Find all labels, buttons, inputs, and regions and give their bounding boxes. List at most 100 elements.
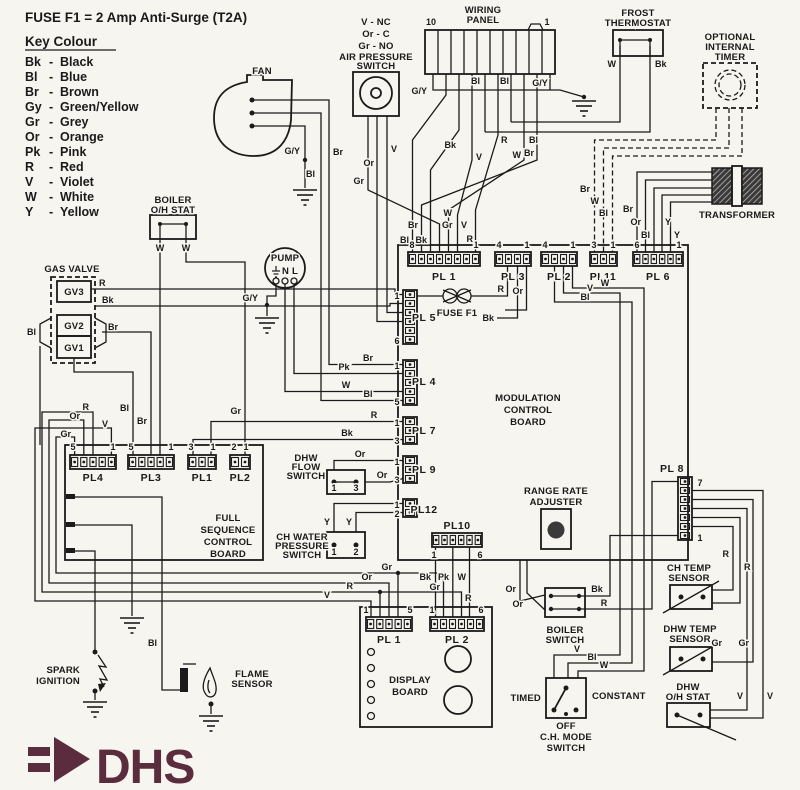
- pin-number: 4: [496, 240, 501, 250]
- key-dash: -: [49, 205, 53, 219]
- wire-label-w: W: [156, 243, 165, 253]
- gv-tab-left: [39, 317, 52, 349]
- wire-label-r: R: [723, 549, 730, 559]
- aps-circle: [359, 76, 393, 110]
- switch-terminal: [564, 712, 568, 716]
- dhw-flow-switch-shape: [326, 469, 366, 495]
- transformer-coil: [741, 167, 763, 205]
- wire: [55, 436, 445, 617]
- pump-terminals-label: N L: [282, 266, 298, 277]
- wire: [333, 459, 403, 470]
- pin-number: 1: [243, 442, 248, 452]
- text-layer: FUSE F1 = 2 Amp Anti-Surge (T2A) Key Col…: [25, 4, 776, 756]
- pin-number: 1: [697, 533, 702, 543]
- ground-icon: [571, 100, 597, 117]
- dhw-flow-label: DHW: [294, 453, 317, 464]
- pin-number: 1: [210, 442, 215, 452]
- connector-pl3: [494, 251, 532, 267]
- boiler-switch-label: BOILER: [546, 625, 583, 636]
- wire-label-w: W: [591, 196, 600, 206]
- pl7-label: PL 7: [412, 425, 436, 437]
- connector-pl5: [402, 289, 418, 345]
- wire-label-or: Or: [361, 572, 372, 582]
- wire-label-gr: Gr: [60, 429, 71, 439]
- chwps-label: CH WATER: [276, 532, 328, 543]
- wire-label-r: R: [601, 598, 608, 608]
- chmode-label: SWITCH: [547, 743, 586, 754]
- dhw-temp-label: SENSOR: [669, 634, 710, 645]
- dhw-temp-label: DHW TEMP: [663, 624, 717, 635]
- aps-contacts-label: V - NC: [361, 17, 391, 28]
- pin-number: 1: [431, 550, 436, 560]
- wire-label-r: R: [83, 402, 90, 412]
- boiler-ohs-shape: [149, 214, 197, 240]
- wire: [471, 266, 509, 297]
- key-dash: -: [49, 100, 53, 114]
- wire: [75, 496, 181, 691]
- wire-label-bk: Bk: [444, 140, 456, 150]
- pin-number: 1: [168, 442, 173, 452]
- wire: [252, 125, 306, 188]
- flame-label: FLAME: [235, 669, 269, 680]
- key-name: Orange: [60, 130, 104, 144]
- chmode-timed-label: TIMED: [510, 693, 541, 704]
- wire-label-r: R: [467, 234, 474, 244]
- dhw-flow-label: FLOW: [292, 462, 321, 473]
- chwps-shape: [326, 531, 366, 559]
- wire: [95, 302, 403, 307]
- wire: [644, 179, 712, 252]
- wire-label-r: R: [501, 135, 508, 145]
- connector-fsc-pl2: [229, 454, 251, 470]
- wire-label-or: Or: [512, 286, 523, 296]
- wire-label-v: V: [574, 644, 580, 654]
- spark-label: IGNITION: [36, 676, 80, 687]
- fsc-pl4-label: PL4: [83, 472, 104, 484]
- fsc-pl1-label: PL1: [192, 472, 213, 484]
- display-led: [366, 647, 376, 657]
- connector-fsc-pl4: [69, 454, 117, 470]
- wire-label-w: W: [182, 243, 191, 253]
- wire: [48, 419, 390, 617]
- pin-number: 1: [544, 17, 549, 27]
- wire-label-r: R: [371, 410, 378, 420]
- junction-dot: [581, 94, 587, 100]
- key-heading: Key Colour: [25, 34, 98, 49]
- key-dash: -: [49, 175, 53, 189]
- fsc-board-label: SEQUENCE: [201, 525, 256, 536]
- fsc-board-label: BOARD: [210, 549, 246, 560]
- boiler-switch-label: SWITCH: [546, 635, 585, 646]
- wire-label-br: Br: [408, 220, 418, 230]
- ch-mode-switch-shape: [545, 677, 587, 719]
- key-dash: -: [49, 130, 53, 144]
- spark-terminal: [92, 688, 98, 694]
- wire-label-br: Br: [524, 148, 534, 158]
- connector-strips: [69, 251, 693, 632]
- connector-fsc-pl1: [187, 454, 217, 470]
- key-dash: -: [49, 55, 53, 69]
- pin-number: 1: [473, 240, 478, 250]
- wire: [692, 507, 748, 711]
- page-title: FUSE F1 = 2 Amp Anti-Surge (T2A): [25, 10, 247, 25]
- stat-lever: [676, 714, 737, 741]
- pin-number: 10: [426, 17, 436, 27]
- fuse-label: FUSE F1: [437, 308, 478, 319]
- wire: [367, 116, 441, 252]
- wire: [553, 266, 621, 678]
- display-label: BOARD: [392, 687, 428, 698]
- key-code: Gy: [25, 100, 42, 114]
- wire-label-br: Br: [623, 204, 633, 214]
- wiring-panel-label: WIRING: [465, 5, 502, 16]
- wire-label-gr: Gr: [738, 638, 749, 648]
- key-name: Pink: [60, 145, 86, 159]
- wiring-panel-label: PANEL: [467, 15, 500, 26]
- wire-label-v: V: [767, 691, 773, 701]
- wire-label-bk: Bk: [591, 584, 603, 594]
- timer-label: OPTIONAL: [705, 32, 756, 43]
- ch-temp-sensor-shape: [669, 584, 713, 610]
- wire: [692, 489, 764, 719]
- wire: [553, 266, 633, 678]
- flame-icon: [202, 666, 217, 698]
- air-pressure-switch-shape: [352, 71, 400, 117]
- key-dash: -: [49, 70, 53, 84]
- gv-tab-right: [94, 317, 107, 349]
